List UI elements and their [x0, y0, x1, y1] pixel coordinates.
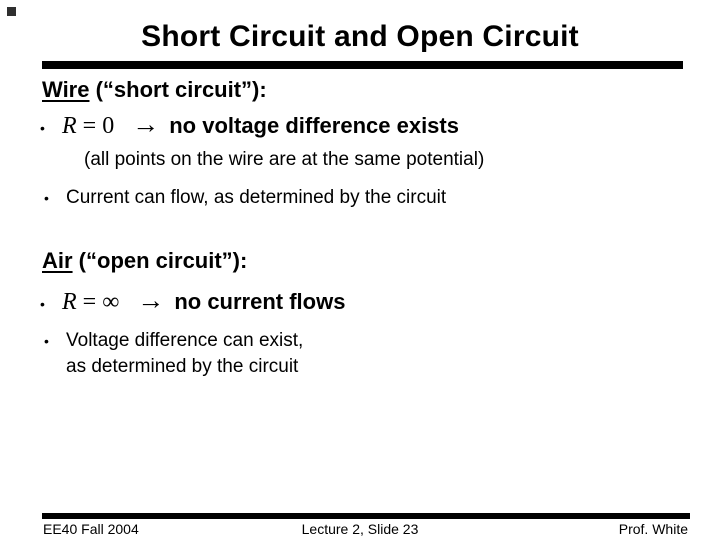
- formula-r-equals-infinity: R = ∞: [62, 289, 119, 316]
- wire-note: (all points on the wire are at the same …: [84, 149, 485, 170]
- formula-variable: R: [62, 113, 77, 139]
- wire-bullet-current: • Current can flow, as determined by the…: [44, 185, 446, 211]
- formula-value: = ∞: [76, 289, 120, 315]
- bullet-icon: •: [40, 120, 45, 136]
- bullet-icon: •: [44, 333, 49, 349]
- air-bullet-voltage-line2: as determined by the circuit: [66, 356, 299, 377]
- formula-value: = 0: [76, 113, 115, 139]
- footer-slide-number: Lecture 2, Slide 23: [301, 521, 419, 537]
- air-heading-rest: (“open circuit”):: [72, 248, 248, 273]
- footer-author: Prof. White: [618, 521, 688, 537]
- arrow-right-icon: →: [132, 109, 160, 139]
- wire-heading-rest: (“short circuit”):: [89, 77, 267, 102]
- wire-heading: Wire (“short circuit”):: [42, 77, 267, 103]
- wire-heading-term: Wire: [42, 77, 90, 102]
- bullet-icon: •: [40, 296, 45, 312]
- bullet-icon: •: [44, 190, 49, 206]
- air-heading: Air (“open circuit”):: [42, 248, 247, 274]
- wire-bullet-resistance: • R = 0 → no voltage difference exists: [40, 111, 459, 140]
- air-bullet-resistance-text: no current flows: [174, 289, 346, 314]
- corner-mark: [7, 7, 16, 16]
- footer-rule: [42, 513, 690, 519]
- arrow-right-icon: →: [137, 285, 165, 315]
- formula-r-equals-0: R = 0: [62, 113, 114, 140]
- air-heading-term: Air: [42, 248, 73, 273]
- air-bullet-voltage: • Voltage difference can exist, as deter…: [44, 328, 303, 380]
- air-bullet-voltage-line1: Voltage difference can exist,: [66, 330, 304, 351]
- formula-variable: R: [62, 289, 77, 315]
- air-bullet-resistance: • R = ∞ → no current flows: [40, 287, 345, 316]
- wire-bullet-current-text: Current can flow, as determined by the c…: [66, 187, 447, 208]
- slide-title: Short Circuit and Open Circuit: [141, 20, 579, 53]
- footer-course: EE40 Fall 2004: [43, 521, 139, 537]
- wire-bullet-resistance-text: no voltage difference exists: [169, 113, 459, 138]
- title-rule: [42, 61, 683, 69]
- air-bullet-voltage-text: Voltage difference can exist, as determi…: [66, 328, 303, 380]
